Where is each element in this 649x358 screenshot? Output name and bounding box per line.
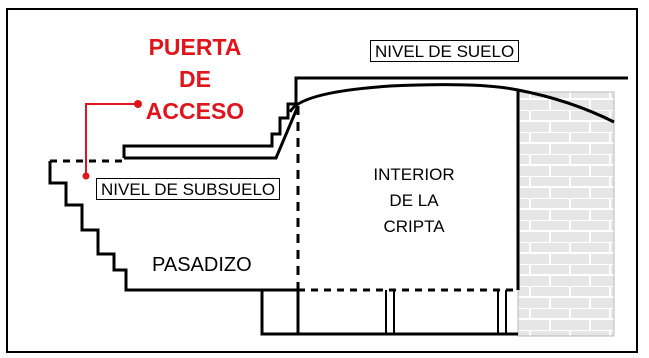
passage-label: PASADIZO bbox=[152, 254, 252, 276]
crypt-interior-label: INTERIOR DE LA CRIPTA bbox=[366, 166, 462, 235]
lower-steps bbox=[48, 161, 298, 292]
crypt-line3: CRIPTA bbox=[383, 217, 445, 236]
access-door-line3: ACCESO bbox=[145, 98, 245, 124]
subsoil-level-label: NIVEL DE SUBSUELO bbox=[96, 178, 281, 200]
foundation-left bbox=[260, 290, 300, 336]
access-door-line1: PUERTA bbox=[148, 34, 242, 60]
access-door-line2: DE bbox=[179, 66, 211, 92]
crypt-line1: INTERIOR bbox=[373, 165, 455, 184]
brick-wall bbox=[517, 91, 615, 337]
diagram-frame bbox=[6, 8, 638, 353]
ground-level-line bbox=[294, 76, 628, 92]
ground-level-label: NIVEL DE SUELO bbox=[370, 40, 520, 62]
callout-dot-icon bbox=[134, 100, 142, 108]
callout-end-dot-icon bbox=[82, 172, 90, 180]
access-callout-line bbox=[85, 103, 136, 178]
upper-steps bbox=[122, 92, 298, 158]
vault-arch bbox=[288, 83, 615, 124]
crypt-line2: DE LA bbox=[389, 191, 439, 210]
access-door-label: PUERTA DE ACCESO bbox=[140, 36, 250, 123]
entrance-slope bbox=[124, 105, 300, 160]
